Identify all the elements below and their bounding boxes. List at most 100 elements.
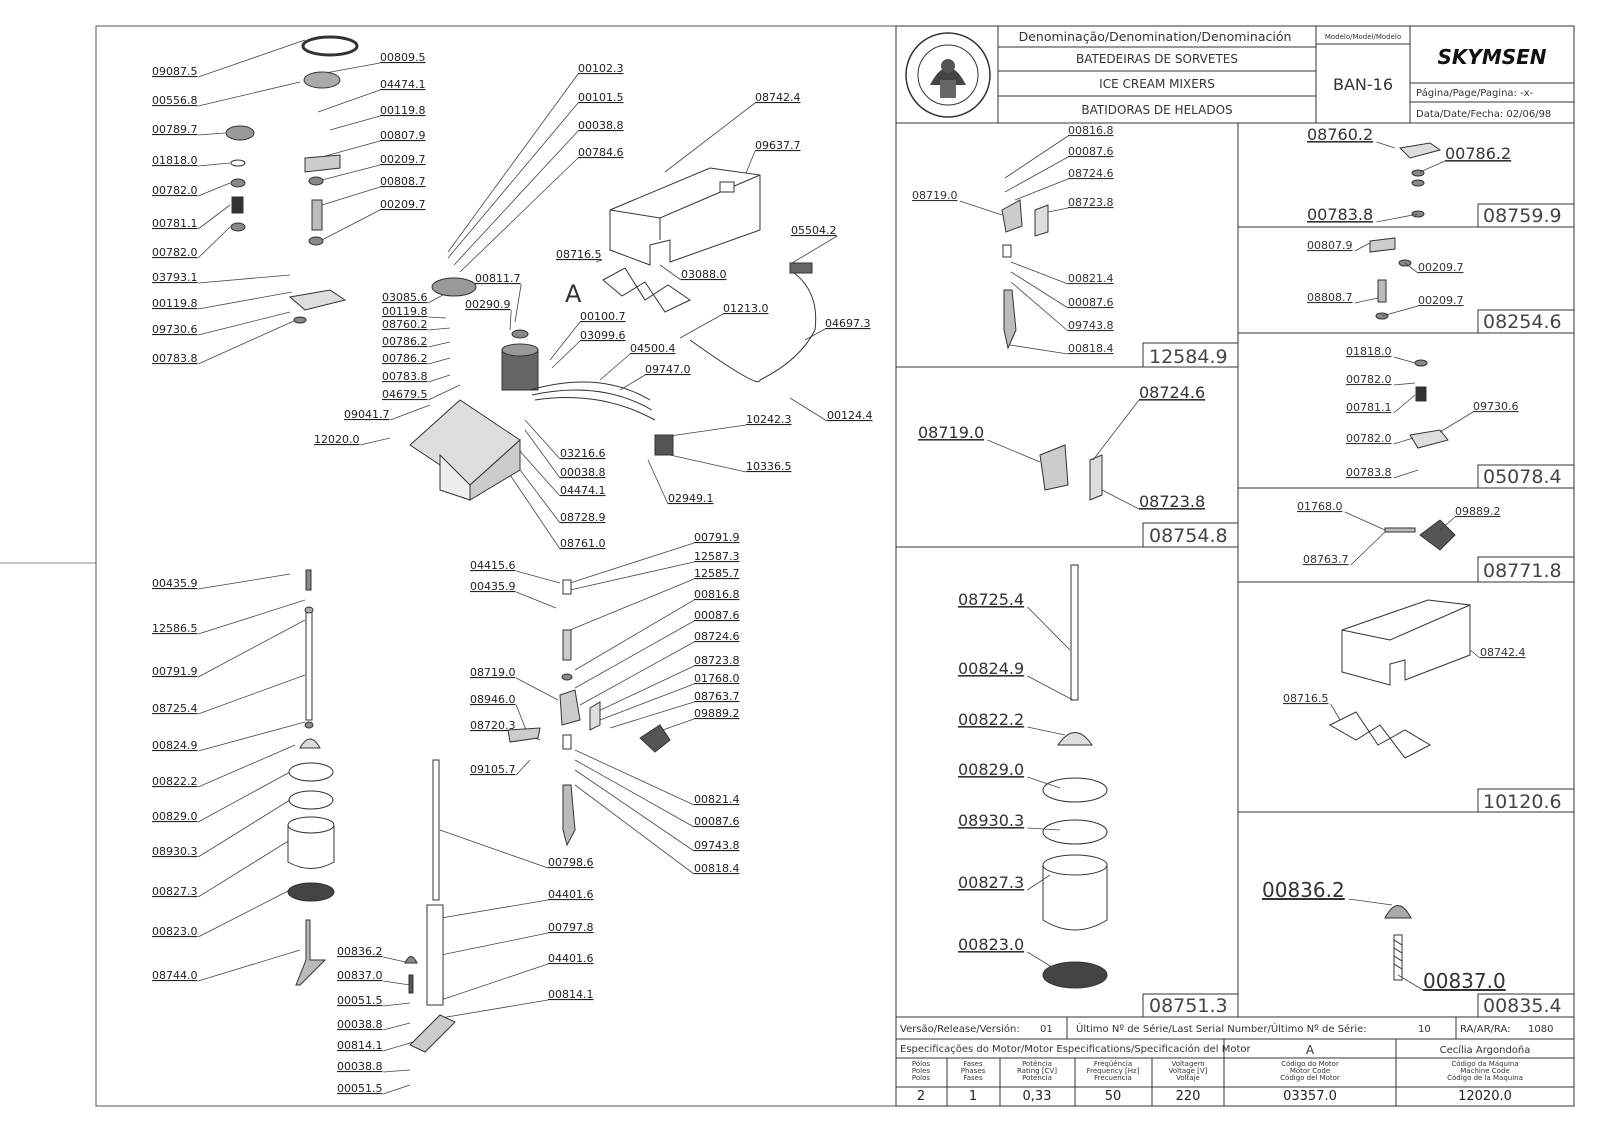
leader-line bbox=[428, 357, 451, 365]
leader-line bbox=[549, 321, 581, 361]
kit-part-label: 01818.0 bbox=[1346, 345, 1392, 358]
kit-leader-line bbox=[1419, 160, 1446, 173]
part-label: 00836.2 bbox=[337, 945, 383, 958]
kit-part-label: 00816.8 bbox=[1068, 124, 1114, 137]
kit-part-label: 00822.2 bbox=[958, 710, 1024, 729]
leader-line bbox=[595, 259, 603, 263]
part-label: 00809.5 bbox=[380, 51, 426, 64]
spec-header-line: Frecuencia bbox=[1094, 1074, 1132, 1082]
leader-line bbox=[317, 140, 381, 159]
name-pt: BATEDEIRAS DE SORVETES bbox=[1076, 52, 1238, 66]
spec-header-line: Motor Code bbox=[1290, 1067, 1330, 1075]
kit-part-label: 00824.9 bbox=[958, 659, 1024, 678]
kit-part-label: 08725.4 bbox=[958, 590, 1024, 609]
kit-part-label: 00823.0 bbox=[958, 935, 1024, 954]
kit-part-label: 08723.8 bbox=[1068, 196, 1114, 209]
part-label: 08930.3 bbox=[152, 845, 198, 858]
leader-line bbox=[515, 759, 531, 776]
kit-part-label: 00209.7 bbox=[1418, 294, 1464, 307]
part-label: 08761.0 bbox=[560, 537, 606, 550]
part-label: 04401.6 bbox=[548, 952, 594, 965]
kit-leader-line bbox=[1344, 511, 1386, 531]
kit-leader-line bbox=[1439, 411, 1474, 433]
leader-line bbox=[599, 353, 631, 381]
leader-line bbox=[321, 186, 381, 206]
kit-leader-line bbox=[1393, 469, 1419, 479]
leader-line bbox=[198, 182, 231, 197]
leader-line bbox=[198, 39, 306, 78]
kit-leader-line bbox=[1393, 382, 1416, 386]
release-label: Versão/Release/Versión: bbox=[900, 1023, 1020, 1035]
spec-header-line: Pólos bbox=[912, 1060, 930, 1068]
spec-header-line: Potencia bbox=[1022, 1074, 1052, 1082]
part-label: 09041.7 bbox=[344, 408, 390, 421]
part-label: 00786.2 bbox=[382, 352, 428, 365]
part-label: 00101.5 bbox=[578, 91, 624, 104]
part-label: 00824.9 bbox=[152, 739, 198, 752]
leader-line bbox=[664, 102, 756, 173]
leader-line bbox=[198, 319, 297, 365]
kit-part-label: 00783.8 bbox=[1307, 205, 1373, 224]
kit-part-label: 00821.4 bbox=[1068, 272, 1114, 285]
leader-line bbox=[383, 1002, 411, 1007]
kit-part-label: 09743.8 bbox=[1068, 319, 1114, 332]
leader-line bbox=[453, 130, 579, 266]
leader-line bbox=[679, 313, 724, 339]
part-label: 04500.4 bbox=[630, 342, 676, 355]
kit-part-label: 00818.4 bbox=[1068, 342, 1114, 355]
kit-shapes bbox=[1001, 142, 1471, 989]
kit-grid bbox=[896, 123, 1574, 1018]
spec-header-line: Código del Motor bbox=[1280, 1074, 1340, 1082]
leader-line bbox=[551, 340, 581, 369]
part-label: 00102.3 bbox=[578, 62, 624, 75]
part-label: 00051.5 bbox=[337, 1082, 383, 1095]
part-label: 08760.2 bbox=[382, 318, 428, 331]
kit-leader-line bbox=[1027, 606, 1071, 651]
part-label: 00087.6 bbox=[694, 609, 740, 622]
kit-part-label: 09889.2 bbox=[1455, 505, 1501, 518]
leader-line bbox=[383, 1022, 411, 1031]
kit-part-label: 08930.3 bbox=[958, 811, 1024, 830]
leader-line bbox=[514, 283, 522, 323]
leader-line bbox=[383, 1084, 411, 1095]
kit-code: 10120.6 bbox=[1483, 791, 1562, 813]
part-label: 05504.2 bbox=[791, 224, 837, 237]
leader-line bbox=[574, 749, 695, 806]
kit-part-label: 00837.0 bbox=[1423, 969, 1506, 993]
part-label: 00821.4 bbox=[694, 793, 740, 806]
part-label: 10336.5 bbox=[746, 460, 792, 473]
part-label: 00827.3 bbox=[152, 885, 198, 898]
kit-leader-line bbox=[1027, 726, 1066, 736]
leader-line bbox=[574, 759, 695, 828]
part-label: 08742.4 bbox=[755, 91, 801, 104]
leader-line bbox=[609, 701, 695, 729]
part-label: 00783.8 bbox=[152, 352, 198, 365]
phases-value: 1 bbox=[969, 1089, 977, 1104]
part-label: 08744.0 bbox=[152, 969, 198, 982]
ra-value: 1080 bbox=[1528, 1024, 1553, 1035]
kit-leader-line bbox=[1381, 305, 1419, 317]
part-label: 01818.0 bbox=[152, 154, 198, 167]
release-value: 01 bbox=[1040, 1024, 1053, 1035]
leader-line bbox=[197, 839, 291, 898]
model-label: Modelo/Model/Modelo bbox=[1325, 33, 1401, 41]
part-label: 00814.1 bbox=[337, 1039, 383, 1052]
leader-line bbox=[440, 899, 549, 919]
part-label: 00782.0 bbox=[152, 184, 198, 197]
part-label: 08724.6 bbox=[694, 630, 740, 643]
part-label: 00786.2 bbox=[382, 335, 428, 348]
leader-line bbox=[659, 264, 682, 281]
leader-line bbox=[574, 769, 695, 852]
leader-line bbox=[428, 327, 451, 331]
kit-codes: 12584.908759.908254.605078.408771.808754… bbox=[1149, 205, 1562, 1017]
leader-line bbox=[516, 677, 559, 701]
part-label: 00829.0 bbox=[152, 810, 198, 823]
kit-part-label: 00087.6 bbox=[1068, 296, 1114, 309]
kit-part-label: 08724.6 bbox=[1068, 167, 1114, 180]
power-value: 0,33 bbox=[1023, 1089, 1052, 1104]
part-label: 02949.1 bbox=[668, 492, 714, 505]
name-en: ICE CREAM MIXERS bbox=[1099, 77, 1215, 91]
spec-header-line: Rating [CV] bbox=[1017, 1067, 1057, 1075]
part-label: 03085.6 bbox=[382, 291, 428, 304]
kit-leader-line bbox=[1330, 703, 1341, 721]
